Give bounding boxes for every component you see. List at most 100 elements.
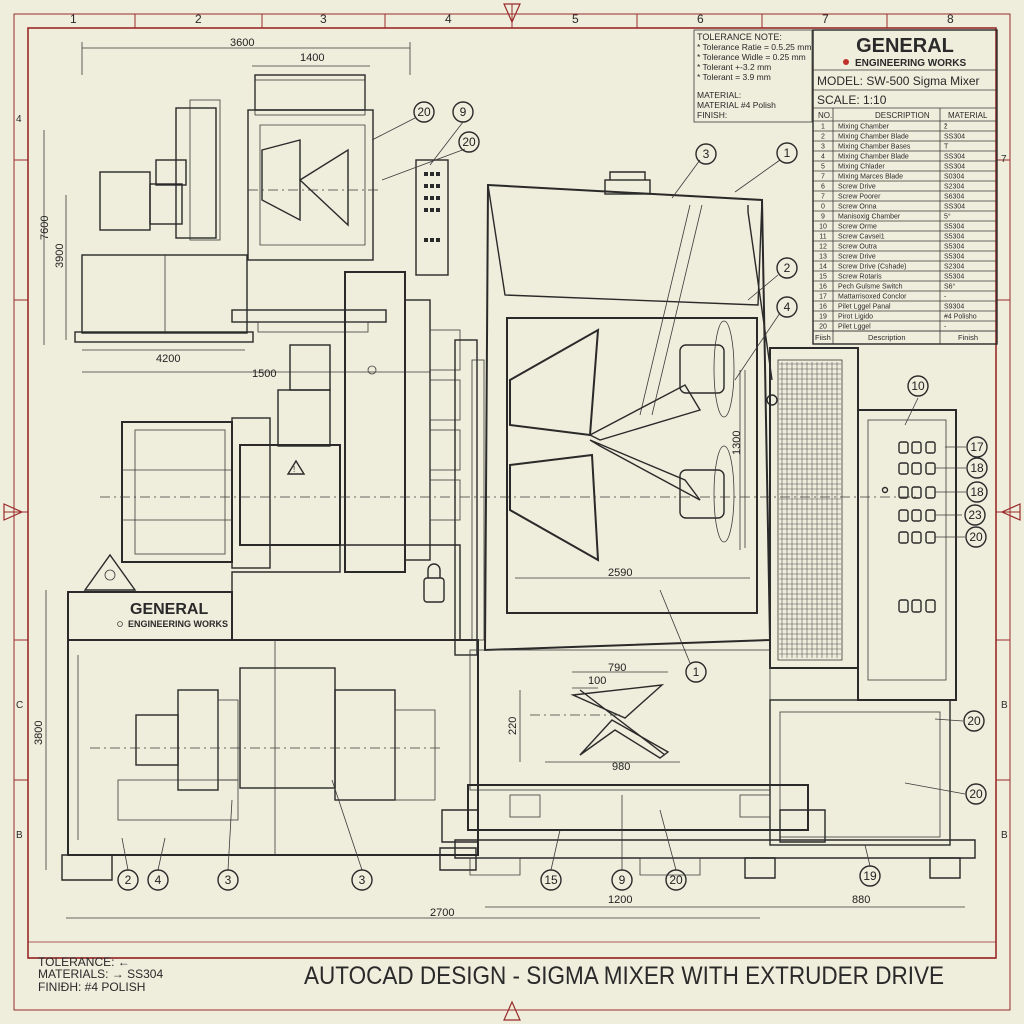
drawing-title: AUTOCAD DESIGN - SIGMA MIXER WITH EXTRUD…	[304, 962, 944, 990]
zone-top-4: 4	[445, 12, 452, 26]
warning-mark: !	[293, 465, 295, 474]
svg-text:2: 2	[125, 873, 132, 887]
parts-cell-no: 14	[819, 264, 827, 271]
zone-left-3: B	[16, 830, 23, 841]
control-button-icon	[898, 486, 909, 499]
balloon-15: 15	[540, 869, 562, 891]
parts-cell-mat: S6°	[944, 283, 956, 291]
dimension-texts: 3600 1400 7600 3900 4200 1500 1300 2590 …	[33, 37, 870, 919]
svg-text:9: 9	[460, 105, 467, 119]
parts-cell-desc: Screw Onna	[838, 204, 877, 211]
padlock-icon	[423, 577, 445, 603]
company-name: GENERAL	[856, 35, 954, 57]
footer-no: Fiish	[815, 333, 831, 342]
parts-cell-mat: -	[944, 294, 947, 301]
svg-text:19: 19	[863, 869, 877, 883]
control-button-icon	[898, 462, 909, 475]
dim-100: 100	[588, 675, 606, 687]
svg-text:17: 17	[970, 440, 984, 454]
svg-text:1: 1	[784, 146, 791, 160]
svg-text:20: 20	[462, 135, 476, 149]
svg-text:3: 3	[225, 873, 232, 887]
zone-top-2: 2	[195, 12, 202, 26]
parts-cell-mat: S5304	[944, 224, 964, 231]
parts-cell-mat: S6304	[944, 194, 964, 201]
company-dot-icon	[843, 59, 849, 65]
col-no: NO.	[818, 111, 832, 120]
parts-cell-desc: Mixing Chamber	[838, 124, 890, 131]
machine-label-company: GENERAL	[130, 601, 208, 618]
parts-cell-no: 16	[819, 304, 827, 311]
parts-cell-desc: Mixing Chamber Blade	[838, 134, 909, 141]
parts-cell-no: 12	[819, 244, 827, 251]
svg-text:18: 18	[970, 461, 984, 475]
parts-cell-desc: Screw Outra	[838, 244, 877, 251]
tolerance-line-4: * Tolerant = 3.9 mm	[697, 72, 771, 82]
material-value: MATERIAL #4 Polish	[697, 100, 776, 110]
scale-label: SCALE: 1:10	[817, 93, 887, 107]
balloon-20-e: 20	[965, 783, 987, 805]
tolerance-line-2: * Tolerance Widle = 0.25 mm	[697, 52, 806, 62]
parts-cell-no: 19	[819, 314, 827, 321]
svg-text:10: 10	[911, 379, 925, 393]
parts-cell-desc: Mixing Chamber Blade	[838, 154, 909, 161]
parts-cell-desc: Pirot Ligido	[838, 314, 873, 321]
dim-2700: 2700	[430, 907, 454, 919]
machine-label-dot-icon	[117, 621, 123, 627]
parts-cell-no: 7	[821, 194, 825, 201]
svg-text:1: 1	[693, 665, 700, 679]
bottom-materials: MATERIALS: → SS304	[38, 967, 163, 981]
balloon-20-d: 20	[963, 710, 985, 732]
control-button-icon	[898, 509, 909, 522]
parts-cell-desc: Manisoxig Chamber	[838, 214, 901, 221]
parts-cell-no: 0	[821, 204, 825, 211]
bottom-notes: TOLERANCE: ← MATERIALS: → SS304 FINIĐH: …	[38, 955, 163, 994]
svg-text:4: 4	[155, 873, 162, 887]
parts-cell-mat: ž	[944, 124, 948, 131]
zone-top-5: 5	[572, 12, 579, 26]
dim-220: 220	[507, 717, 519, 735]
dim-2590: 2590	[608, 567, 632, 579]
zone-left-2: C	[16, 700, 23, 711]
parts-cell-desc: Mixing Chamber Bases	[838, 144, 911, 151]
tolerance-note: TOLERANCE NOTE: * Tolerance Ratie = 0.5.…	[693, 29, 813, 123]
parts-cell-mat: S5304	[944, 254, 964, 261]
parts-cell-desc: Screw Drive (Cshade)	[838, 264, 906, 271]
balloon-2-b: 2	[117, 869, 139, 891]
control-button-icon	[925, 486, 936, 499]
parts-cell-desc: Pech Gulsme Switch	[838, 284, 903, 291]
zone-top-8: 8	[947, 12, 954, 26]
parts-cell-no: 13	[819, 254, 827, 261]
parts-cell-no: 15	[819, 274, 827, 281]
parts-cell-desc: Screw Poorer	[838, 194, 881, 201]
svg-text:20: 20	[417, 105, 431, 119]
zone-right-2: B	[1001, 700, 1008, 711]
parts-cell-desc: Screw Rotaris	[838, 274, 882, 281]
balloon-18-b: 18	[966, 481, 988, 503]
zone-labels: 1 2 3 4 5 6 7 8 4 C B 7 B B	[16, 12, 1008, 841]
balloon-2-a: 2	[776, 257, 798, 279]
parts-cell-no: 4	[821, 154, 825, 161]
parts-cell-mat: SS304	[944, 164, 965, 171]
parts-cell-mat: #4 Polisho	[944, 314, 977, 321]
parts-cell-mat: S5304	[944, 234, 964, 241]
balloon-4-a: 4	[776, 296, 798, 318]
col-material: MATERIAL	[948, 111, 988, 120]
part-balloons: 20 9 20 3 1 2 4 10 17 18 18 23 20 1 20 2…	[117, 101, 988, 891]
parts-cell-mat: S5304	[944, 244, 964, 251]
control-button-icon	[911, 531, 922, 544]
control-button-icon	[898, 531, 909, 544]
parts-cell-mat: SS304	[944, 154, 965, 161]
finish-label: FINISH:	[697, 110, 727, 120]
zone-top-6: 6	[697, 12, 704, 26]
parts-cell-desc: Pilet Lggel	[838, 324, 871, 331]
footer-desc: Description	[868, 333, 906, 342]
tolerance-line-3: * Tolerant +-3.2 mm	[697, 62, 771, 72]
main-machine: ! GENERAL ENGINEERING WORKS	[61, 171, 976, 881]
parts-cell-no: 2	[821, 134, 825, 141]
parts-cell-desc: Pilet Lggel Panal	[838, 304, 891, 311]
parts-cell-mat: S0304	[944, 174, 964, 181]
balloon-19: 19	[859, 865, 881, 887]
svg-text:20: 20	[969, 530, 983, 544]
